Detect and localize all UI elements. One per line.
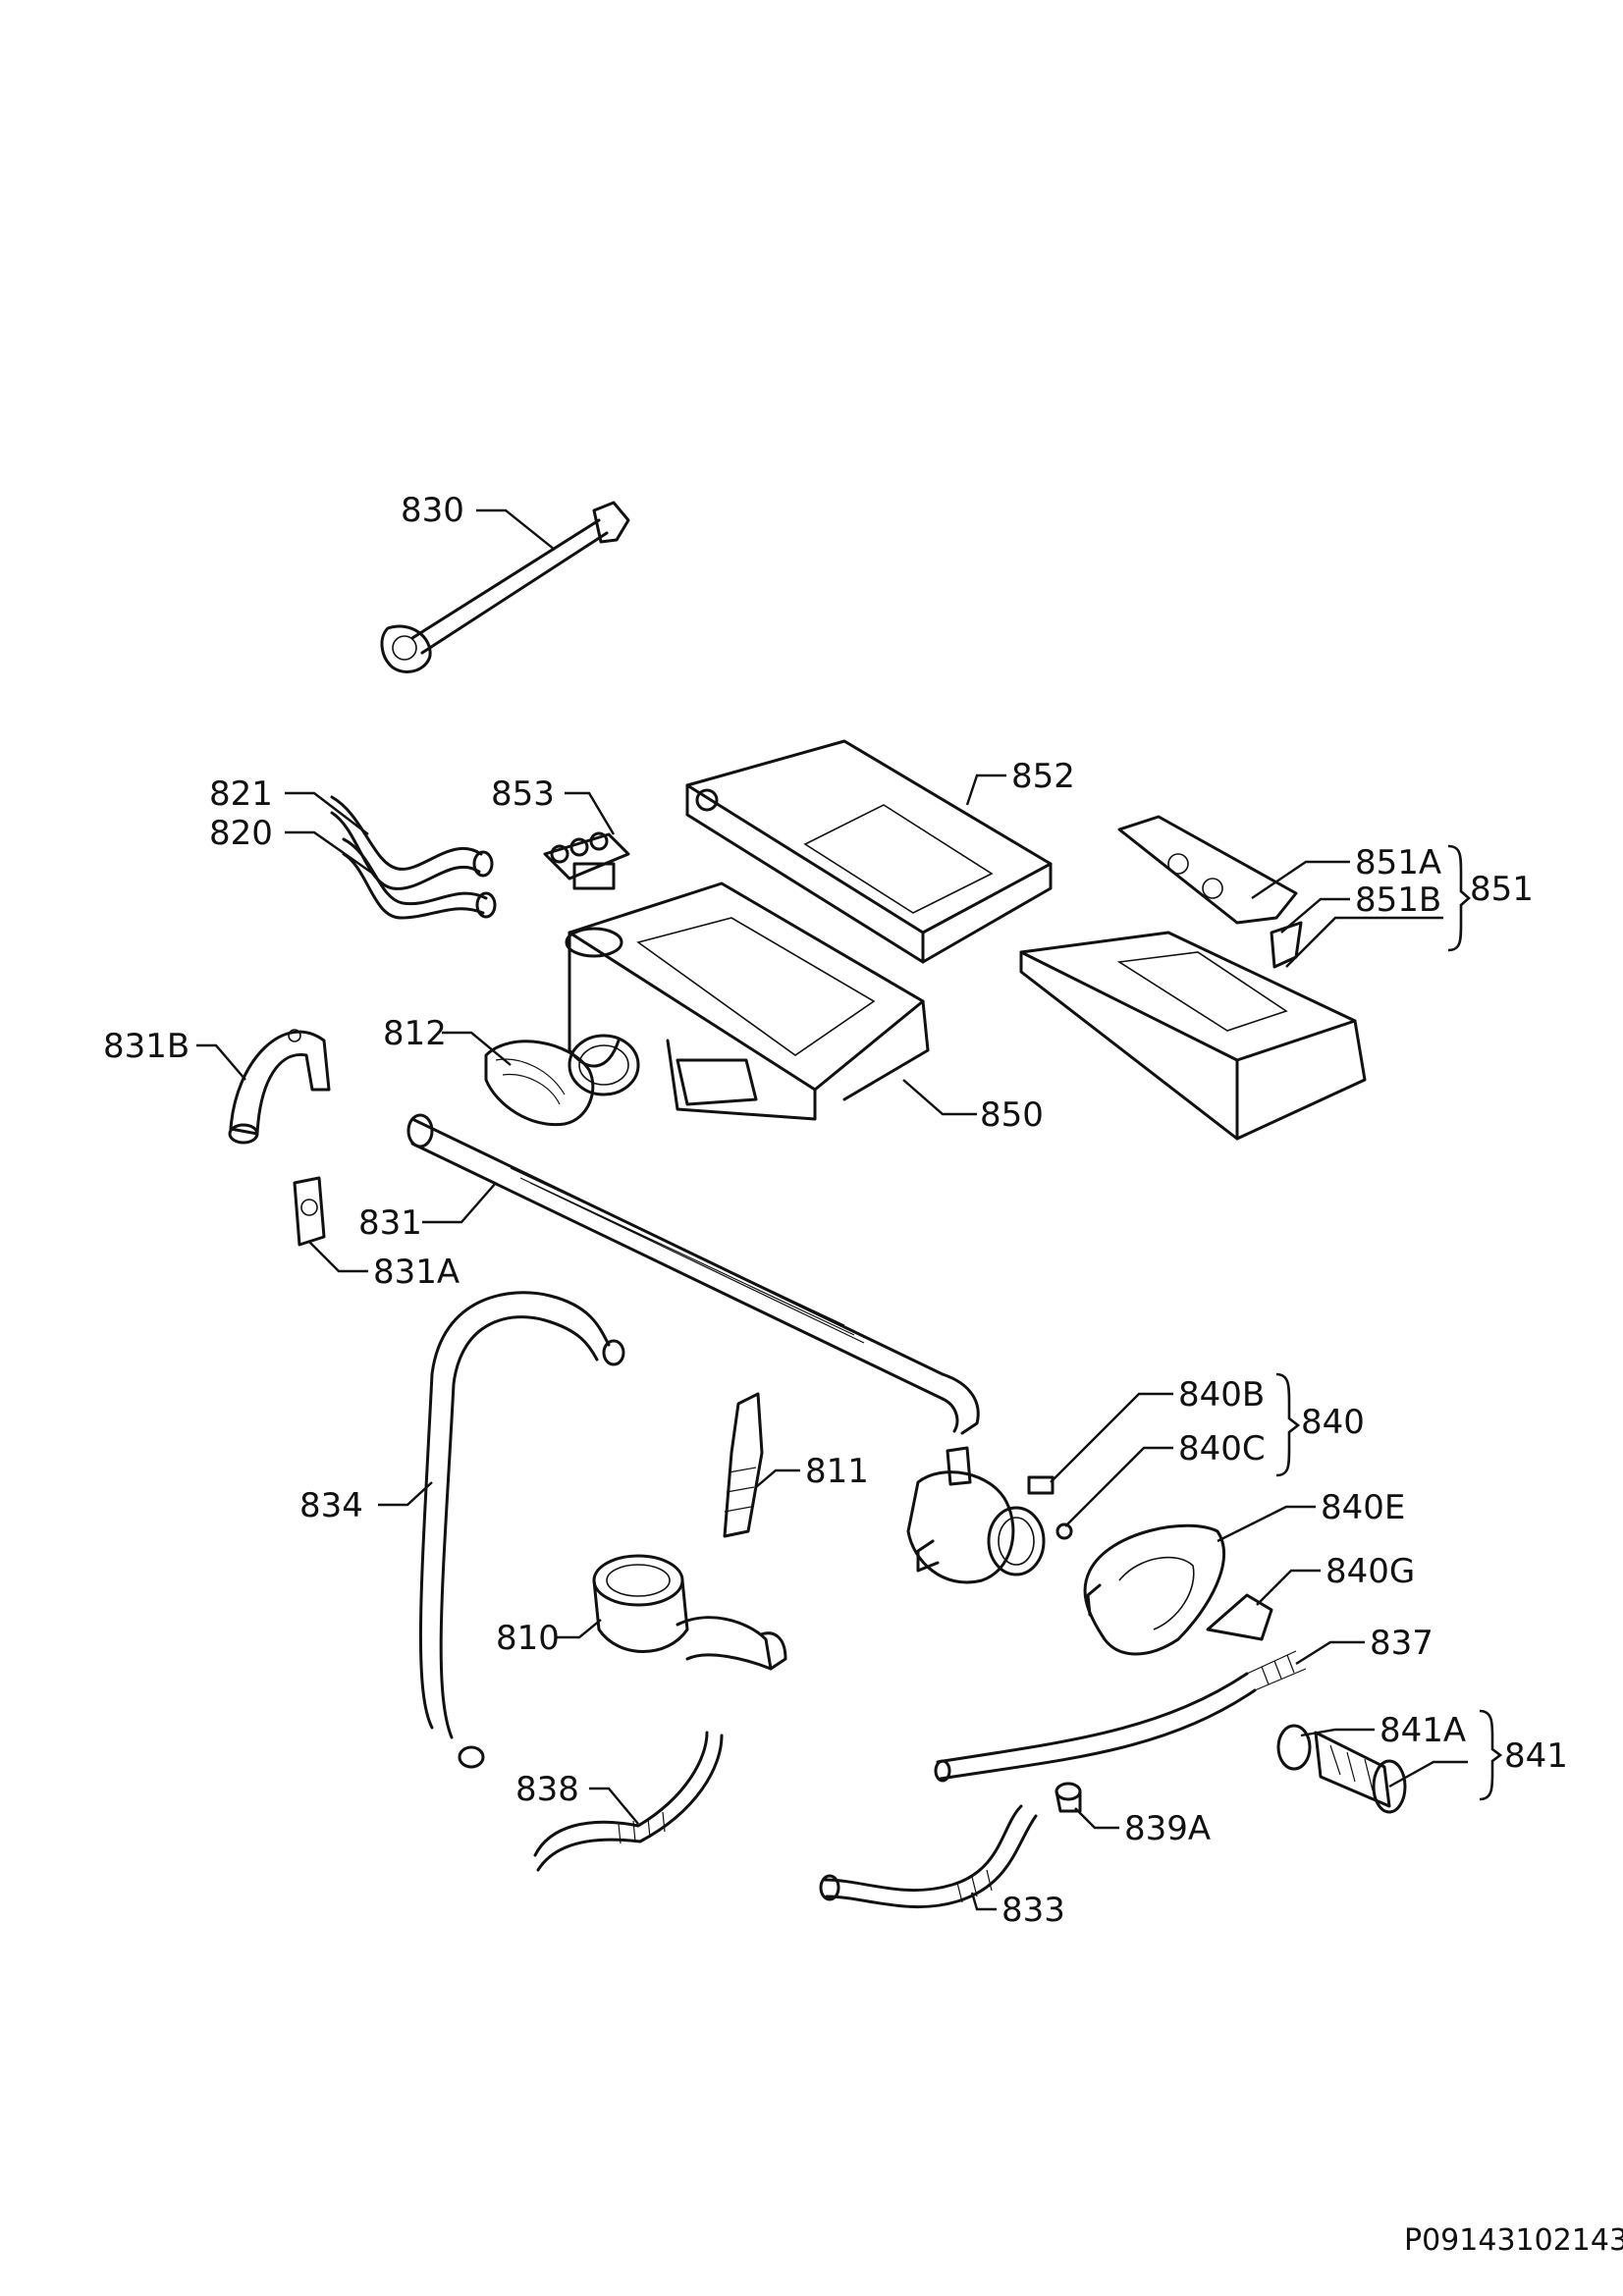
label-821: 821 [209,774,273,814]
leader-851A [1251,860,1350,899]
leader-840G [1256,1569,1321,1606]
leader-lines [196,508,1468,1911]
leader-837 [1295,1640,1365,1666]
label-841A: 841A [1380,1711,1466,1750]
label-840E: 840E [1321,1488,1405,1527]
part-852-dispenser-lid [685,739,1053,964]
group-braces [1275,844,1503,1801]
leader-821 [285,791,369,835]
label-820: 820 [209,814,273,853]
leader-841A [1300,1728,1375,1737]
label-830: 830 [401,491,464,530]
leader-852 [965,774,1006,806]
part-833-hose [819,1804,1038,1909]
label-838: 838 [515,1770,579,1809]
leader-840B [1050,1392,1173,1483]
part-838-hose [533,1731,724,1872]
leader-853 [565,791,616,835]
label-851A: 851A [1355,843,1441,882]
part-831a-bracket [293,1176,326,1247]
label-840G: 840G [1325,1552,1415,1591]
part-811-pipe [723,1392,764,1538]
brace-840 [1275,1372,1301,1477]
part-834-long-hose [418,1291,625,1769]
part-840g-cap [1206,1593,1273,1641]
part-850-dispenser-housing [565,881,930,1121]
label-840B: 840B [1178,1375,1265,1415]
label-852: 852 [1011,757,1075,796]
part-830-inlet-hose [380,501,630,673]
label-851: 851 [1470,870,1534,909]
label-841: 841 [1504,1736,1568,1776]
leader-831 [422,1182,497,1224]
label-811: 811 [805,1452,869,1491]
leader-811 [755,1468,800,1488]
label-851B: 851B [1355,881,1441,920]
part-831b-clip [228,1029,331,1145]
callout-labels: 830 821 820 853 852 851 851A 851B 831B 8… [103,491,1568,1930]
leader-840C [1064,1446,1173,1527]
part-820-821-pipes [330,795,497,920]
label-831A: 831A [373,1253,460,1292]
label-810: 810 [496,1619,560,1658]
leader-820 [285,830,374,875]
brace-851 [1447,844,1471,952]
leader-831B [196,1043,246,1081]
leader-838 [589,1787,639,1825]
leader-851 [1285,916,1443,968]
leader-834 [378,1481,433,1507]
leader-833 [970,1892,997,1911]
part-837-hose [934,1650,1307,1783]
leader-839A [1074,1807,1119,1830]
label-839A: 839A [1124,1809,1211,1848]
label-837: 837 [1370,1624,1434,1663]
leader-812 [442,1031,512,1066]
label-834: 834 [299,1486,363,1525]
label-840C: 840C [1178,1429,1266,1468]
part-810-sump [592,1554,787,1671]
part-853-valve [543,831,630,890]
label-831: 831 [358,1203,422,1243]
leader-840E [1217,1505,1316,1543]
leader-831A [308,1241,368,1273]
part-831-drain-hose [406,1113,980,1435]
leader-851B [1280,897,1350,934]
part-839a-coupler [1055,1782,1082,1813]
leader-830 [476,508,556,551]
leader-810 [555,1619,602,1639]
label-853: 853 [491,774,555,814]
label-812: 812 [383,1014,447,1053]
brace-841 [1479,1709,1503,1801]
part-841-filter [1276,1724,1407,1814]
label-833: 833 [1001,1891,1065,1930]
drawing-code: P09143102143 [1404,2223,1623,2258]
part-840-pump [906,1446,1073,1584]
leader-850 [902,1079,977,1116]
part-840e-cover [1083,1523,1225,1656]
leader-841 [1388,1760,1468,1789]
part-851-drawer [1019,815,1367,1141]
part-812-bellows [484,1034,640,1127]
label-840: 840 [1301,1403,1365,1442]
label-831B: 831B [103,1027,189,1066]
label-850: 850 [980,1095,1044,1135]
